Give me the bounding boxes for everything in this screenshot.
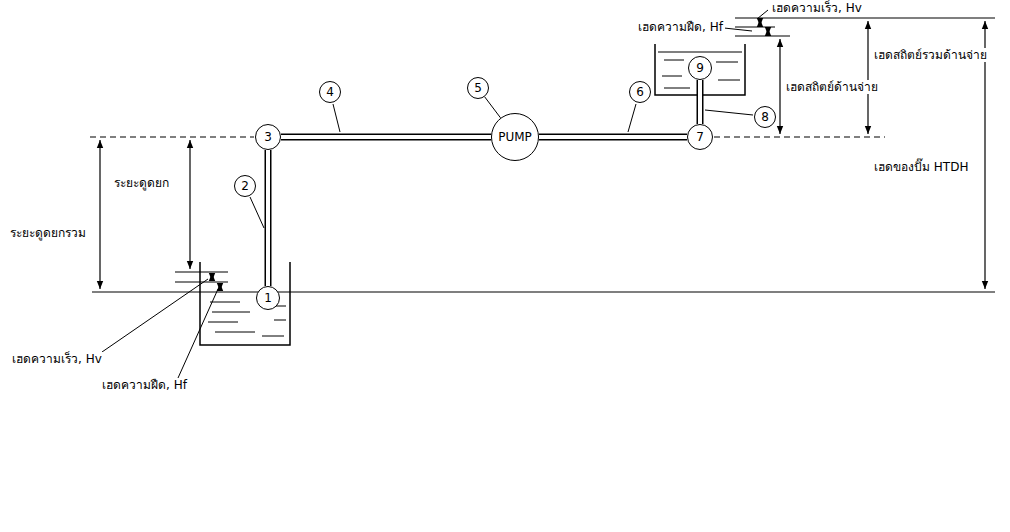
node-text: PUMP [498, 131, 532, 143]
leader-line [102, 279, 208, 352]
leader-line [485, 97, 501, 118]
water-hatch-line [215, 332, 255, 333]
level-line [735, 26, 775, 27]
total-discharge-head-label: เฮดสถิตย์รวมด้านจ่าย [872, 48, 989, 62]
pipe-bore [281, 135, 492, 139]
water-hatch-line [274, 320, 286, 321]
pipe-bore [266, 150, 270, 287]
water-hatch-line [276, 306, 286, 307]
callout-number-text: 5 [474, 82, 482, 94]
dimension-arrow [211, 273, 212, 281]
node-text: 3 [264, 131, 272, 143]
water-surface [658, 51, 742, 52]
velocity-head-label: เฮดความเร็ว, Hv [10, 352, 104, 366]
dimension-arrow [867, 21, 868, 134]
leader-line [250, 197, 264, 228]
callout-number-text: 2 [241, 180, 249, 192]
leader-line [757, 10, 768, 19]
static-discharge-head-label: เฮดสถิตย์ด้านจ่าย [784, 80, 880, 94]
pump-head-label: เฮดของปั๊ม HTDH [872, 160, 970, 174]
point-circle: 1 [256, 286, 280, 310]
water-hatch-line [212, 312, 250, 313]
pump-circle: PUMP [491, 113, 539, 161]
node-text: 9 [696, 62, 704, 74]
callout-number-text: 8 [761, 111, 769, 123]
callout-number: 5 [467, 77, 489, 99]
dimension-arrow [767, 28, 768, 35]
velocity-head-label: เฮดความเร็ว, Hv [770, 1, 864, 15]
node-text: 7 [696, 131, 704, 143]
pipe-wall [697, 80, 704, 124]
callout-number: 2 [234, 175, 256, 197]
water-hatch-line [716, 62, 738, 63]
callout-number-text: 6 [636, 86, 644, 98]
point-circle: 7 [687, 124, 713, 150]
pipe-wall [539, 134, 687, 141]
water-hatch-line [662, 76, 682, 77]
level-line [175, 281, 228, 282]
leader-line [178, 289, 218, 378]
dimension-arrow [779, 39, 780, 134]
pipe-wall [265, 150, 272, 286]
level-line [175, 271, 228, 272]
pipe-connector [539, 137, 688, 138]
point-circle: 9 [688, 56, 712, 80]
water-hatch-line [262, 336, 284, 337]
water-hatch-line [664, 60, 684, 61]
level-line [735, 35, 790, 36]
dimension-arrow [219, 283, 220, 291]
pipe-bore [698, 80, 702, 125]
pipe-connector [700, 80, 701, 125]
dimension-arrow [759, 19, 760, 26]
friction-head-label: เฮดความฝืด, Hf [636, 20, 725, 34]
point-circle: 3 [255, 124, 281, 150]
leader-connector [485, 97, 501, 118]
dimension-arrow [99, 140, 100, 289]
callout-number: 6 [629, 81, 651, 103]
node-text: 1 [264, 292, 272, 304]
callout-number: 8 [754, 106, 776, 128]
pipe-wall [281, 134, 491, 141]
pump-level-line [714, 136, 885, 137]
callout-number-text: 4 [326, 86, 334, 98]
leader-line [724, 28, 752, 31]
leader-line [333, 104, 340, 132]
pump-level-line [90, 136, 254, 137]
level-line [735, 17, 995, 18]
pipe-bore [539, 135, 688, 139]
datum-line [200, 291, 995, 292]
friction-head-label: เฮดความฝืด, Hf [100, 378, 189, 392]
leader-line [628, 104, 636, 132]
pipe-connector [268, 150, 269, 287]
dimension-arrow [189, 140, 190, 269]
water-hatch-line [718, 80, 740, 81]
suction-lift-label: ระยะดูดยก [112, 176, 171, 190]
extension-line [92, 291, 200, 292]
water-hatch-line [664, 88, 690, 89]
total-suction-lift-label: ระยะดูดยกรวม [8, 226, 88, 240]
pipe-connector [281, 137, 492, 138]
callout-number: 4 [319, 81, 341, 103]
leader-line [705, 110, 753, 115]
water-hatch-line [210, 302, 240, 303]
water-hatch-line [208, 322, 238, 323]
suction-tank [200, 262, 290, 345]
